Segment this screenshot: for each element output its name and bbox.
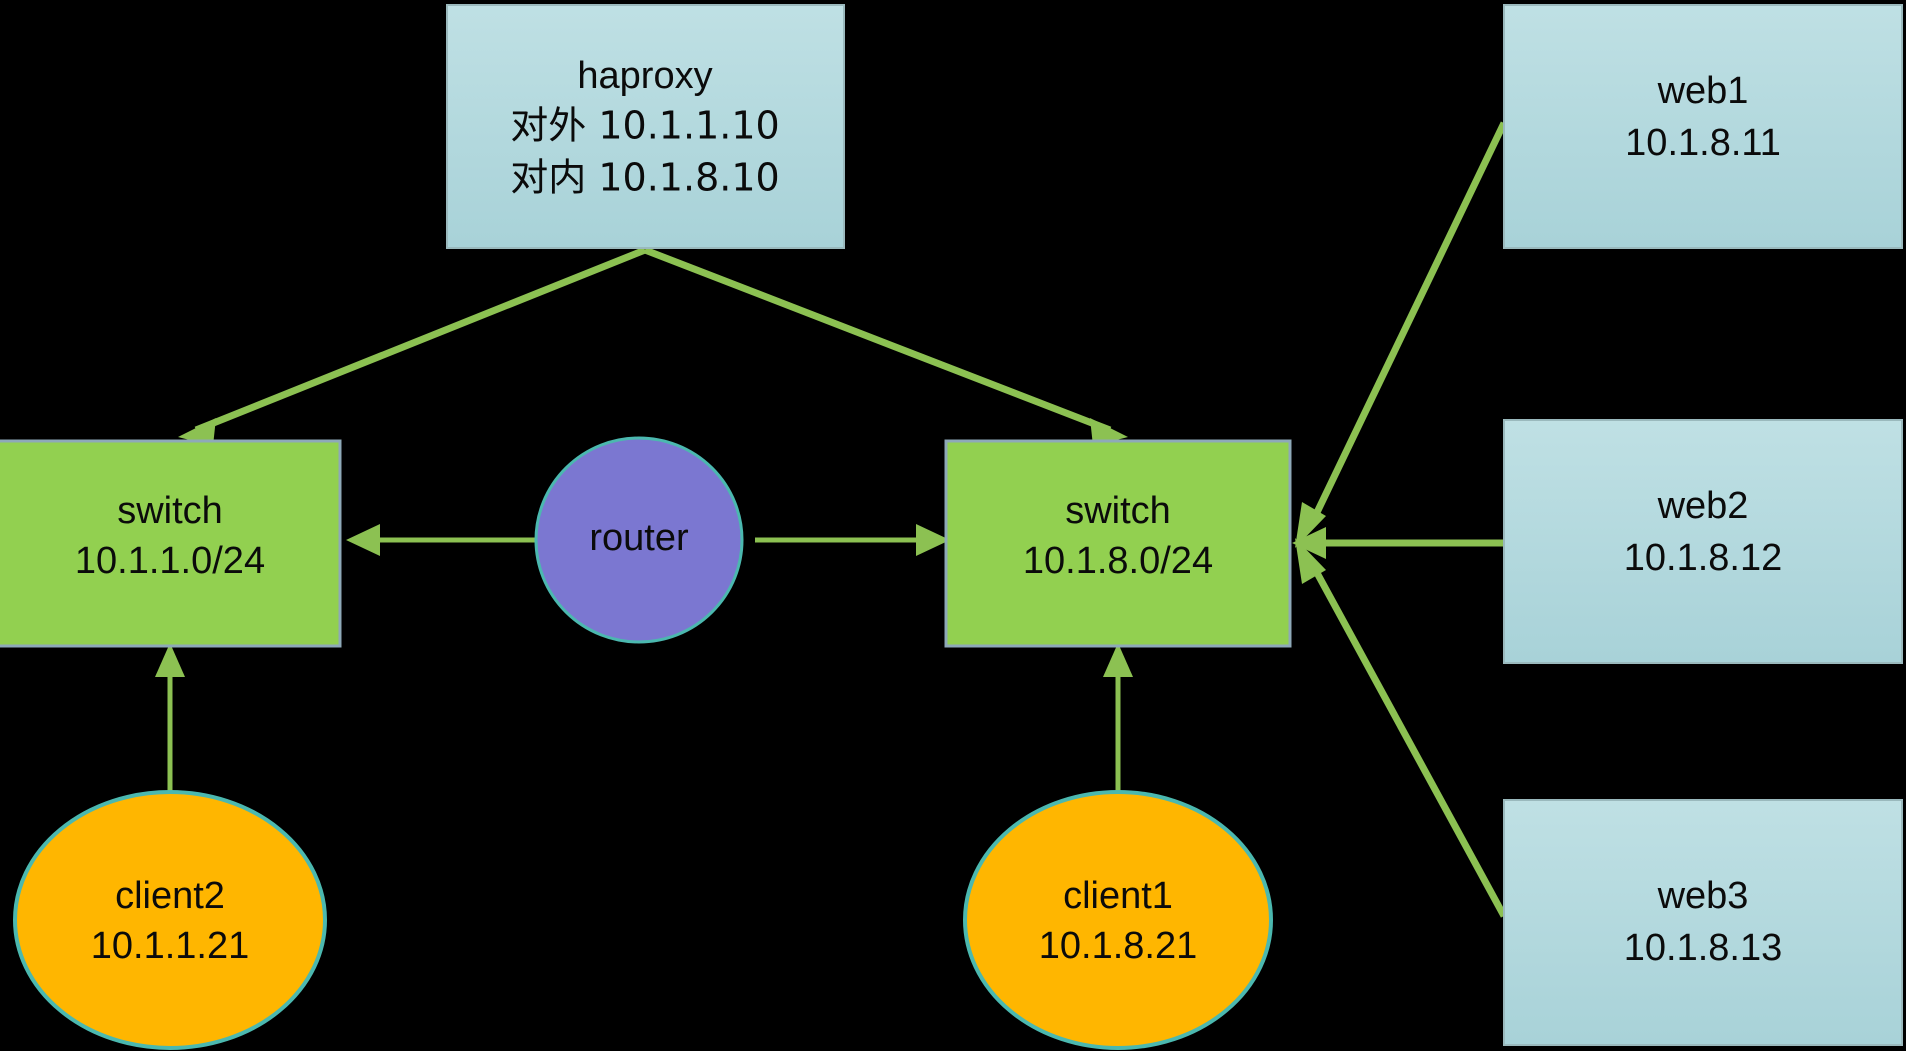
edge-client2-to-switch-left[interactable] xyxy=(155,643,185,795)
client1-line1: client1 xyxy=(1063,875,1173,917)
node-web2[interactable]: web2 10.1.8.12 xyxy=(1503,419,1903,664)
node-web1[interactable]: web1 10.1.8.11 xyxy=(1503,4,1903,249)
web1-line1: web1 xyxy=(1657,70,1749,112)
node-switch-right[interactable]: switch 10.1.8.0/24 xyxy=(944,439,1292,648)
switch-left-line2: 10.1.1.0/24 xyxy=(75,540,265,582)
haproxy-line1: haproxy xyxy=(577,55,712,97)
haproxy-line3: 对内 10.1.8.10 xyxy=(510,156,779,200)
edge-web1-to-switch-right[interactable] xyxy=(1295,121,1508,548)
edges-layer xyxy=(155,121,1508,918)
switch-left-line1: switch xyxy=(117,490,223,532)
node-haproxy[interactable]: haproxy 对外 10.1.1.10 对内 10.1.8.10 xyxy=(446,4,845,249)
client2-line1: client2 xyxy=(115,875,225,917)
web3-line2: 10.1.8.13 xyxy=(1624,927,1782,969)
edge-haproxy-to-switch-right[interactable] xyxy=(643,246,1128,446)
edge-web2-to-switch-right[interactable] xyxy=(1292,527,1504,559)
client1-line2: 10.1.8.21 xyxy=(1039,925,1197,967)
web2-line2: 10.1.8.12 xyxy=(1624,537,1782,579)
node-client1[interactable]: client1 10.1.8.21 xyxy=(963,790,1273,1050)
client2-line2: 10.1.1.21 xyxy=(91,925,249,967)
edge-haproxy-to-switch-left[interactable] xyxy=(178,246,647,446)
router-label: router xyxy=(589,517,689,559)
haproxy-line2: 对外 10.1.1.10 xyxy=(510,104,779,148)
node-router[interactable]: router xyxy=(534,436,744,644)
edge-web3-to-switch-right[interactable] xyxy=(1295,538,1508,918)
nodes-layer: haproxy 对外 10.1.1.10 对内 10.1.8.10 web1 1… xyxy=(0,4,1903,1050)
edge-client1-to-switch-right[interactable] xyxy=(1103,643,1133,795)
switch-right-line2: 10.1.8.0/24 xyxy=(1023,540,1213,582)
node-web3[interactable]: web3 10.1.8.13 xyxy=(1503,799,1903,1046)
edge-router-to-switch-right[interactable] xyxy=(755,524,950,556)
switch-right-line1: switch xyxy=(1065,490,1171,532)
node-switch-left[interactable]: switch 10.1.1.0/24 xyxy=(0,439,342,648)
web3-line1: web3 xyxy=(1657,875,1749,917)
node-client2[interactable]: client2 10.1.1.21 xyxy=(13,790,327,1050)
web1-line2: 10.1.8.11 xyxy=(1625,122,1781,164)
web2-line1: web2 xyxy=(1657,485,1749,527)
edge-router-to-switch-left[interactable] xyxy=(346,524,552,556)
